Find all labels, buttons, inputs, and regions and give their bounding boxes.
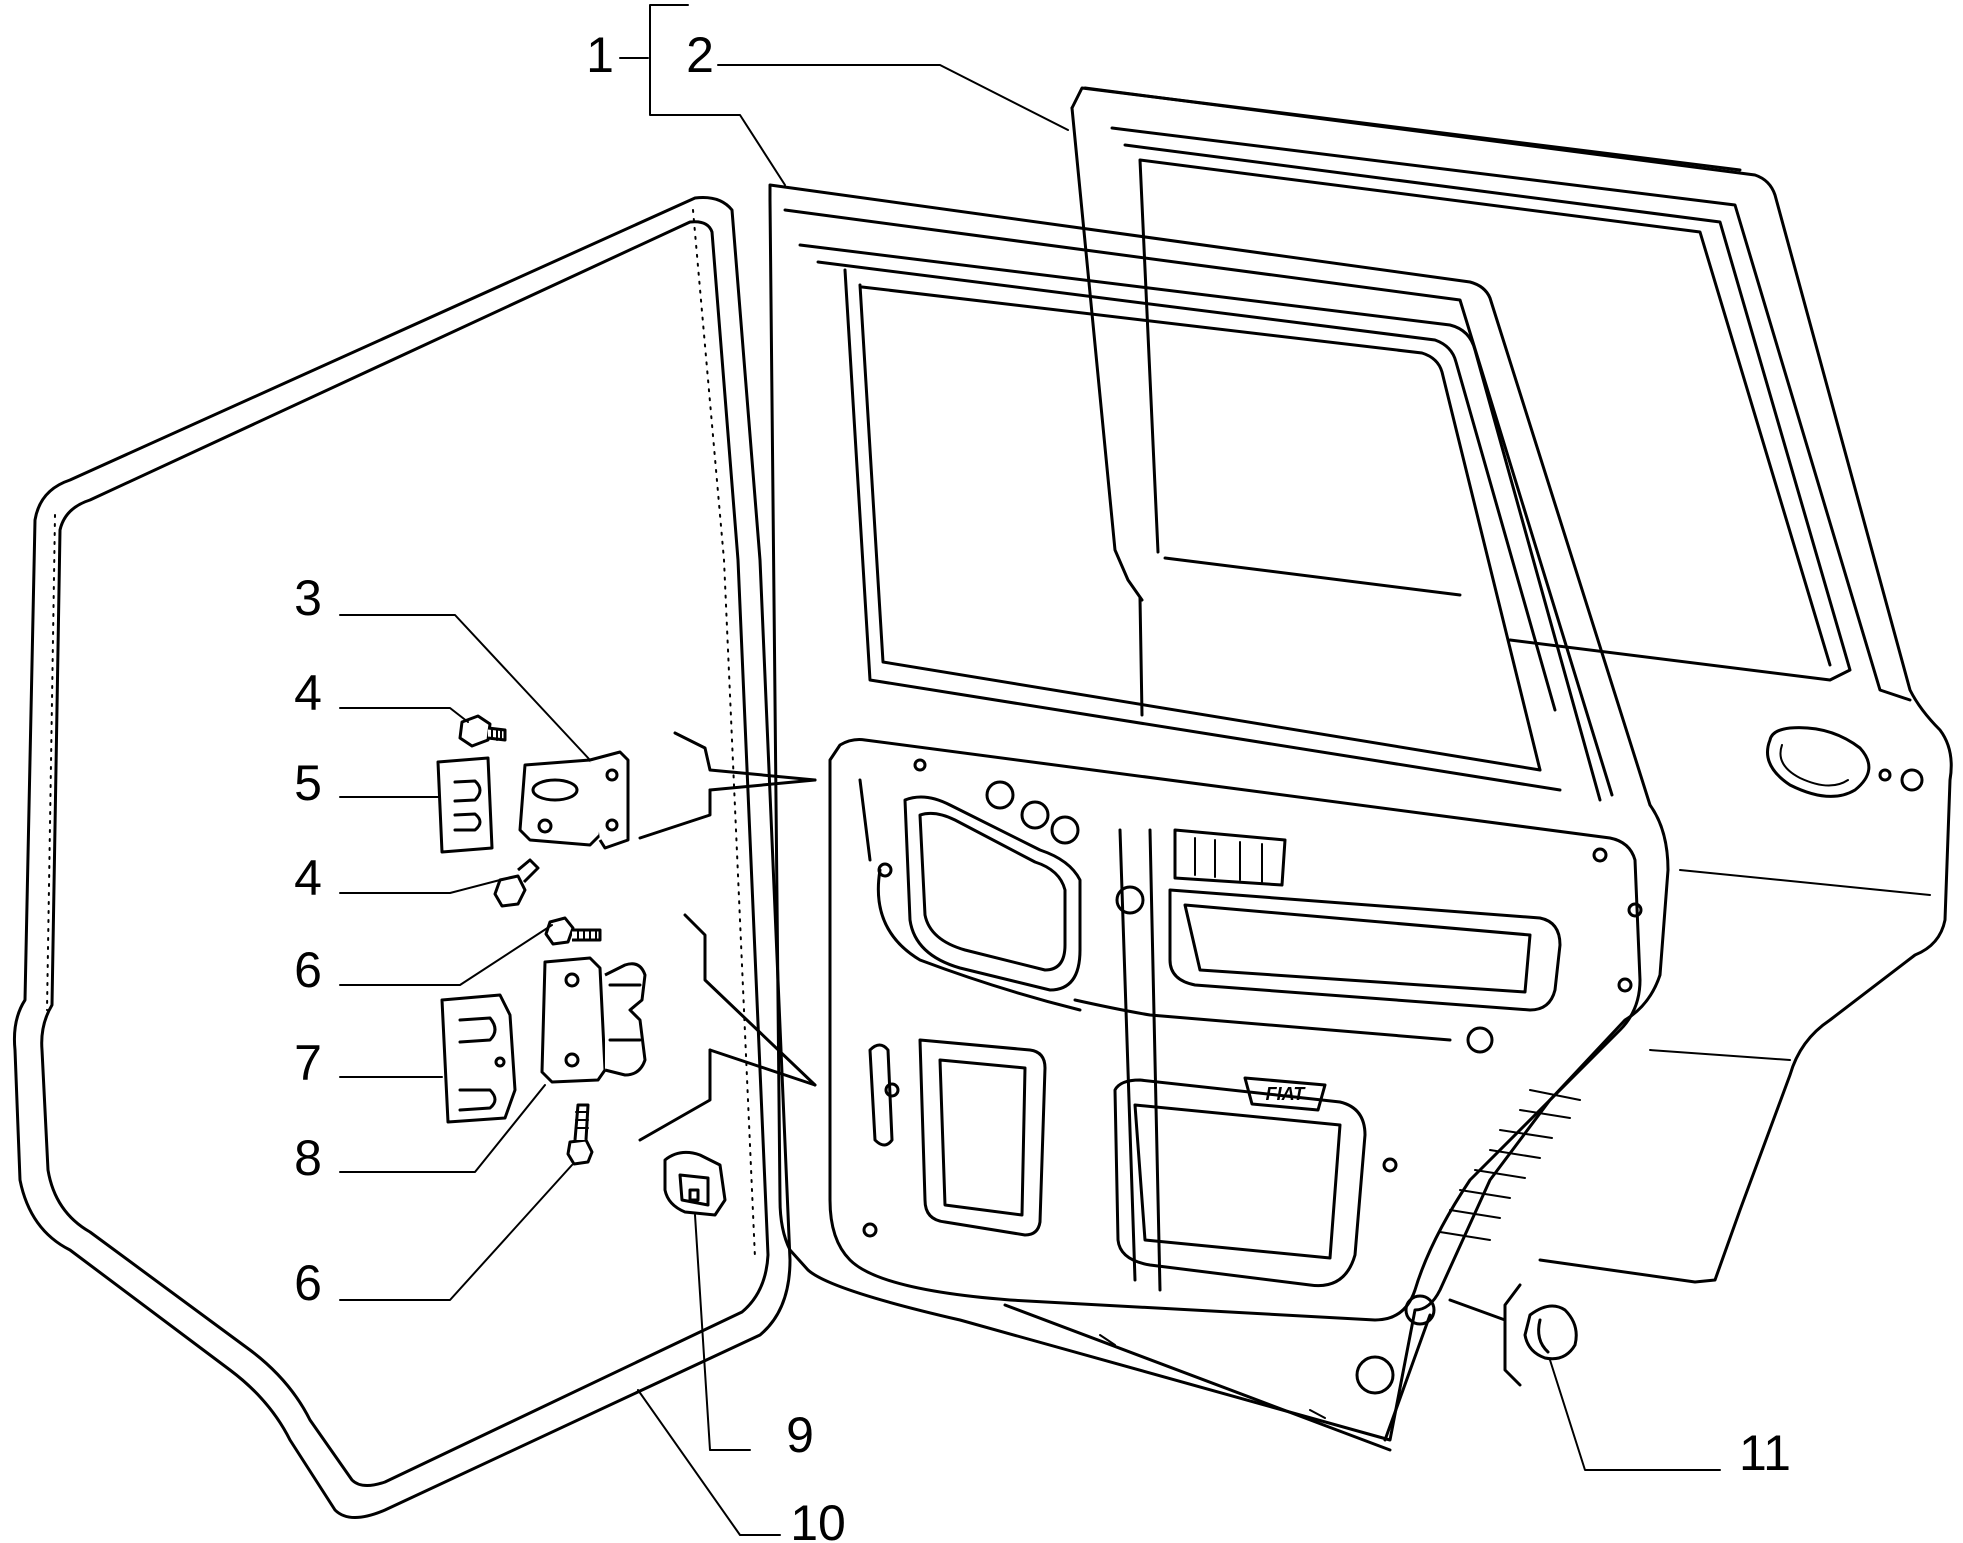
callout-4-upper: 4 bbox=[294, 665, 322, 721]
callout-6-upper: 6 bbox=[294, 942, 322, 998]
callout-2: 2 bbox=[686, 27, 714, 83]
bolt-middle bbox=[493, 858, 540, 908]
callout-8: 8 bbox=[294, 1130, 322, 1186]
callout-6-lower: 6 bbox=[294, 1255, 322, 1311]
lower-hinge bbox=[540, 956, 647, 1084]
door-outer-panel bbox=[1070, 86, 1953, 1284]
callout-9: 9 bbox=[786, 1407, 814, 1463]
door-seal-weatherstrip bbox=[13, 196, 792, 1519]
bolt-6-lower bbox=[566, 1103, 594, 1166]
bolt-6-upper bbox=[544, 916, 602, 946]
callout-1: 1 bbox=[586, 27, 614, 83]
leader-lines bbox=[339, 4, 1721, 1536]
door-check-stop bbox=[663, 1150, 727, 1217]
lower-backing-plate bbox=[440, 993, 517, 1124]
callout-7: 7 bbox=[294, 1035, 322, 1091]
callout-11: 11 bbox=[1739, 1425, 1791, 1481]
plug-cap bbox=[1523, 1304, 1578, 1361]
upper-backing-plate bbox=[436, 756, 494, 854]
fiat-badge: FIAT bbox=[1266, 1084, 1307, 1104]
callout-10: 10 bbox=[790, 1495, 846, 1543]
callout-labels: 1 2 3 4 5 4 6 7 8 6 9 10 11 bbox=[294, 27, 1791, 1543]
upper-hinge bbox=[518, 750, 630, 850]
door-inner-panel: FIAT bbox=[768, 183, 1670, 1452]
bolt-upper bbox=[458, 714, 507, 748]
assembly-guide-lines bbox=[638, 731, 1522, 1387]
callout-4-lower: 4 bbox=[294, 850, 322, 906]
callout-5: 5 bbox=[294, 755, 322, 811]
callout-3: 3 bbox=[294, 570, 322, 626]
